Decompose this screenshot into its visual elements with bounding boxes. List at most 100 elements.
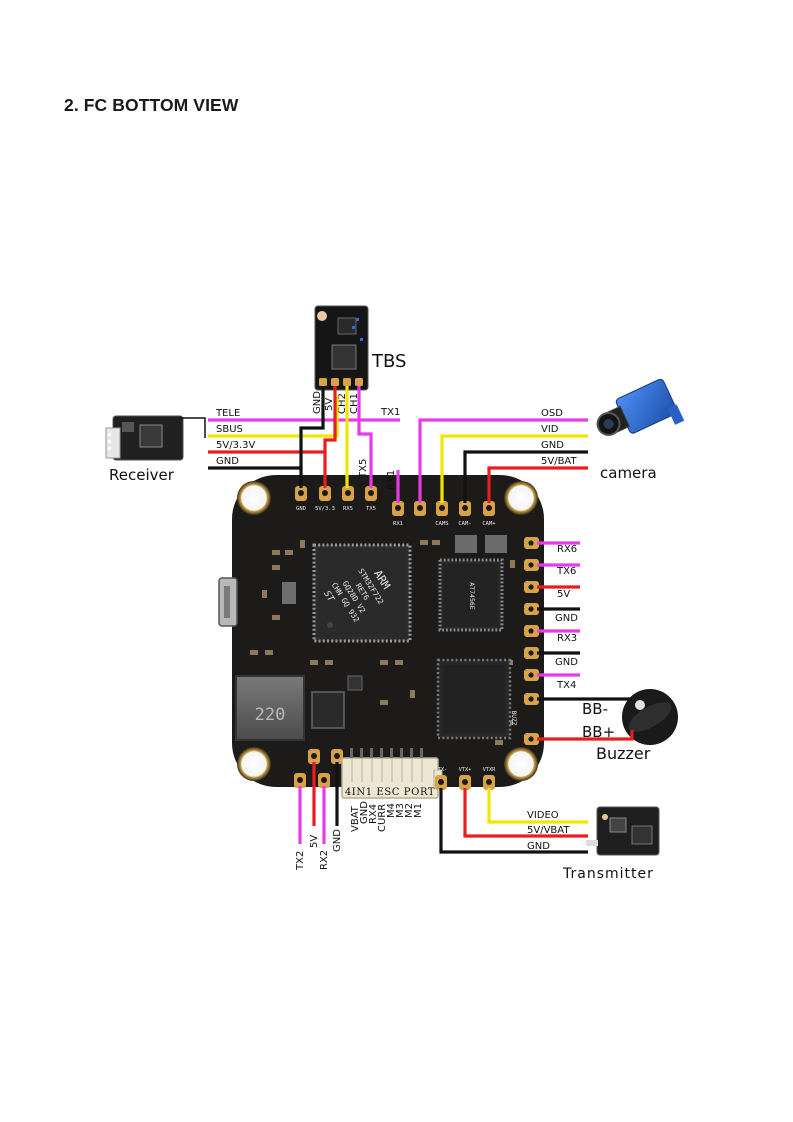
esc-pin-curr: CURR <box>377 804 388 832</box>
wire-cam-gnd <box>463 450 588 503</box>
wire-tbs-gnd <box>299 386 325 470</box>
inductor-text: 220 <box>255 705 286 725</box>
label-bb-minus: BB- <box>582 700 608 718</box>
tbs-pin-gnd: GND <box>312 391 323 414</box>
wire-tbs-ch1 <box>357 386 373 488</box>
label-rx6: RX6 <box>557 544 577 555</box>
label-tx2: TX2 <box>295 851 306 871</box>
tbs-pin-ch2: CH2 <box>337 393 348 414</box>
label-tx1: TX1 <box>380 407 400 418</box>
wire-tx-gnd <box>439 788 588 854</box>
vtx-pads: VTX- VTX+ VTXR <box>435 767 496 790</box>
pad-label-cams: CAMS <box>435 521 448 527</box>
regulator-chip <box>311 691 345 729</box>
wire-osd <box>418 418 588 503</box>
buzzer-label: Buzzer <box>596 744 651 763</box>
esc-pin-labels: VBAT GND RX4 CURR M4 M3 M2 M1 <box>350 801 424 832</box>
tbs-receiver: TBS GND 5V CH2 CH1 <box>312 305 406 414</box>
receiver-wire-labels: TELE SBUS 5V/3.3V GND <box>215 408 255 467</box>
label-5vvbat: 5V/VBAT <box>527 825 570 836</box>
bottom-chip <box>436 658 512 740</box>
label-tx6: TX6 <box>556 566 576 577</box>
buzz-pad-label: BUZZ <box>510 711 517 726</box>
tbs-pin-ch1: CH1 <box>349 393 360 414</box>
right-wire-labels: RX6 TX6 5V GND RX3 GND TX4 <box>555 544 578 691</box>
usb-port-inner <box>224 586 230 618</box>
right-pads: BUZZ <box>510 537 539 745</box>
vtxr-label: VTXR <box>483 767 496 773</box>
esc-pin-gnd: GND <box>359 801 370 824</box>
mcu-chip: ARM STM32F722 RET6 GQ28D V2 CHN GQ 932 S… <box>312 543 412 643</box>
esc-port-label: 4IN1 ESC PORT <box>345 787 435 798</box>
mount-hole-bottom-right <box>504 747 538 781</box>
camera-device: camera <box>596 378 685 482</box>
inductor: 220 <box>235 675 305 741</box>
mount-hole-top-left <box>237 481 271 515</box>
wires <box>208 386 634 854</box>
pad-label-rx1: RX1 <box>393 521 403 527</box>
vtx-minus-label: VTX- <box>435 767 448 773</box>
mount-hole-top-right <box>504 481 538 515</box>
label-osd: OSD <box>541 408 563 419</box>
pad-label-cam-plus: CAM+ <box>482 521 496 527</box>
label-right-5v: 5V <box>557 589 570 600</box>
esc-pin-m1: M1 <box>413 803 424 818</box>
vtx-plus-label: VTX+ <box>459 767 472 773</box>
camera-label: camera <box>600 464 657 482</box>
label-rx2: RX2 <box>319 850 330 870</box>
antenna-connector <box>317 311 327 321</box>
pad-label-cam-minus: CAM- <box>458 521 471 527</box>
pad-label-rx5: RX5 <box>343 506 353 512</box>
flight-controller-board: ARM STM32F722 RET6 GQ28D V2 CHN GQ 932 S… <box>218 475 544 799</box>
transmitter-wire-labels: VIDEO 5V/VBAT GND <box>527 810 570 852</box>
wire-bb-plus <box>537 730 634 741</box>
transmitter-device: Transmitter <box>562 806 660 882</box>
small-component <box>347 675 363 691</box>
wire-5vvbat <box>463 788 588 838</box>
label-rx1: RX1 <box>386 470 397 490</box>
wire-vid <box>440 434 588 503</box>
tbs-pin-5v: 5V <box>324 398 335 411</box>
label-cam-5vbat: 5V/BAT <box>541 456 577 467</box>
label-sbus: SBUS <box>216 424 243 435</box>
top-pads: GND 5V/3.3 RX5 TX5 RX1 CAMS CAM- CAM+ <box>295 486 496 527</box>
esc-pin-m2: M2 <box>404 803 415 818</box>
wire-video <box>487 788 588 824</box>
top-wire-labels: TX1 TX5 RX1 <box>358 407 400 490</box>
wire-cam-5vbat <box>487 466 588 503</box>
label-video: VIDEO <box>527 810 559 821</box>
mount-hole-bottom-left <box>237 747 271 781</box>
label-cam-gnd: GND <box>541 440 564 451</box>
bottom-left-pads <box>294 749 343 788</box>
receiver-label: Receiver <box>109 466 175 484</box>
transmitter-label: Transmitter <box>562 866 654 882</box>
label-vid: VID <box>541 424 559 435</box>
osd-chip: AT7456E <box>438 558 504 632</box>
esc-pin-m4: M4 <box>386 803 397 818</box>
pad-label-5v33: 5V/3.3 <box>315 506 335 512</box>
label-bottom-gnd: GND <box>332 829 343 852</box>
wire-tbs-5v <box>323 386 337 452</box>
esc-pin-rx4: RX4 <box>368 804 379 824</box>
osd-chip-text: AT7456E <box>468 582 476 609</box>
label-bb-plus: BB+ <box>582 723 615 741</box>
pad-label-gnd: GND <box>296 506 306 512</box>
tbs-label: TBS <box>371 351 406 372</box>
buzzer-device: Buzzer <box>596 689 678 763</box>
page-heading: 2. FC BOTTOM VIEW <box>64 95 239 115</box>
label-right-gnd2: GND <box>555 657 578 668</box>
label-tele: TELE <box>215 408 240 419</box>
label-5v33: 5V/3.3V <box>216 440 255 451</box>
label-bottom-5v: 5V <box>309 835 320 848</box>
buzzer-wire-labels: BB- BB+ <box>582 700 615 741</box>
pad-label-tx5: TX5 <box>366 506 376 512</box>
label-gnd-rx: GND <box>216 456 239 467</box>
label-tx4: TX4 <box>556 680 576 691</box>
esc-pin-vbat: VBAT <box>350 805 361 832</box>
bottom-wire-labels: TX2 5V RX2 GND <box>295 829 343 871</box>
label-tx5: TX5 <box>358 459 369 479</box>
receiver-module: Receiver <box>105 415 206 484</box>
esc-pin-m3: M3 <box>395 803 406 818</box>
label-tx-gnd: GND <box>527 841 550 852</box>
